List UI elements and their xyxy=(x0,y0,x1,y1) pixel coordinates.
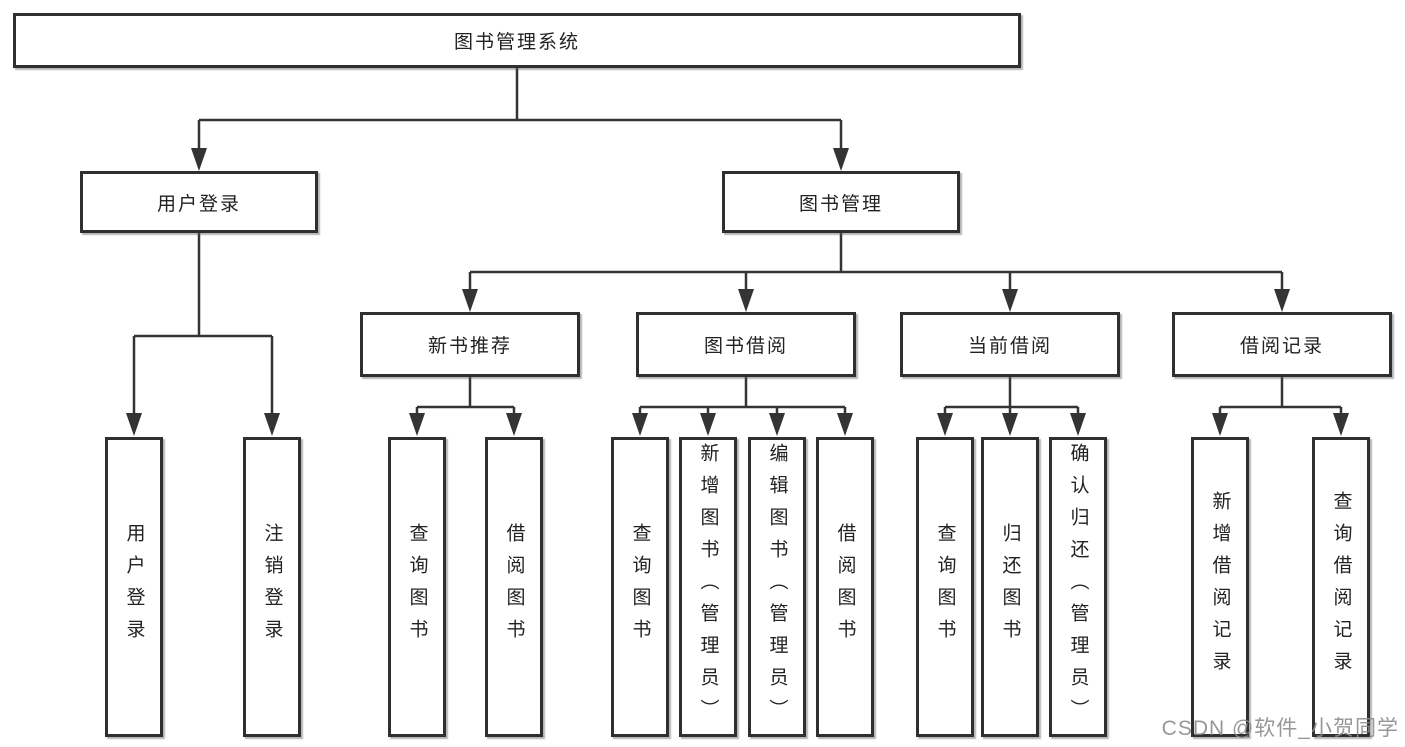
node-borrow-records-label: 借阅记录 xyxy=(1239,336,1324,357)
leaf-logout-label: 注销登录 xyxy=(261,523,283,651)
leaf-newbook-borrow-books-label: 借阅图书 xyxy=(503,523,525,651)
leaf-records-add-record: 新增借阅记录 xyxy=(1191,437,1249,737)
node-root-label: 图书管理系统 xyxy=(453,32,580,53)
node-book-management-label: 图书管理 xyxy=(798,193,883,215)
leaf-current-return-books-label: 归还图书 xyxy=(999,523,1021,651)
node-borrow-records: 借阅记录 xyxy=(1172,312,1392,377)
leaf-records-query-record-label: 查询借阅记录 xyxy=(1330,491,1352,683)
leaf-logout: 注销登录 xyxy=(243,437,301,737)
leaf-borrow-add-books-admin: 新增图书（管理员） xyxy=(679,437,737,737)
leaf-current-confirm-return-admin-label: 确认归还（管理员） xyxy=(1067,443,1089,731)
arrowheads xyxy=(126,148,1349,436)
leaf-newbook-query-books-label: 查询图书 xyxy=(406,523,428,651)
node-root: 图书管理系统 xyxy=(13,13,1021,68)
leaf-current-return-books: 归还图书 xyxy=(981,437,1039,737)
node-book-borrow: 图书借阅 xyxy=(636,312,856,377)
leaf-current-confirm-return-admin: 确认归还（管理员） xyxy=(1049,437,1107,737)
leaf-user-login-label: 用户登录 xyxy=(123,523,145,651)
leaf-borrow-edit-books-admin: 编辑图书（管理员） xyxy=(748,437,806,737)
leaf-records-add-record-label: 新增借阅记录 xyxy=(1209,491,1231,683)
node-current-borrow-label: 当前借阅 xyxy=(967,336,1052,357)
leaf-current-query-books-label: 查询图书 xyxy=(934,523,956,651)
leaf-borrow-borrow-books-label: 借阅图书 xyxy=(834,523,856,651)
leaf-borrow-query-books-label: 查询图书 xyxy=(629,523,651,651)
node-user-login-label: 用户登录 xyxy=(156,193,241,215)
node-new-book-recommend: 新书推荐 xyxy=(360,312,580,377)
node-book-management: 图书管理 xyxy=(722,171,960,233)
node-book-borrow-label: 图书借阅 xyxy=(703,336,788,357)
csdn-watermark: CSDN @软件_小贺同学 xyxy=(1161,717,1399,740)
node-user-login: 用户登录 xyxy=(80,171,318,233)
leaf-current-query-books: 查询图书 xyxy=(916,437,974,737)
leaf-newbook-query-books: 查询图书 xyxy=(388,437,446,737)
leaf-borrow-add-books-admin-label: 新增图书（管理员） xyxy=(697,443,719,731)
leaf-user-login: 用户登录 xyxy=(105,437,163,737)
node-current-borrow: 当前借阅 xyxy=(900,312,1120,377)
leaf-newbook-borrow-books: 借阅图书 xyxy=(485,437,543,737)
leaf-borrow-query-books: 查询图书 xyxy=(611,437,669,737)
leaf-borrow-edit-books-admin-label: 编辑图书（管理员） xyxy=(766,443,788,731)
leaf-borrow-borrow-books: 借阅图书 xyxy=(816,437,874,737)
node-new-book-recommend-label: 新书推荐 xyxy=(427,336,512,357)
leaf-records-query-record: 查询借阅记录 xyxy=(1312,437,1370,737)
